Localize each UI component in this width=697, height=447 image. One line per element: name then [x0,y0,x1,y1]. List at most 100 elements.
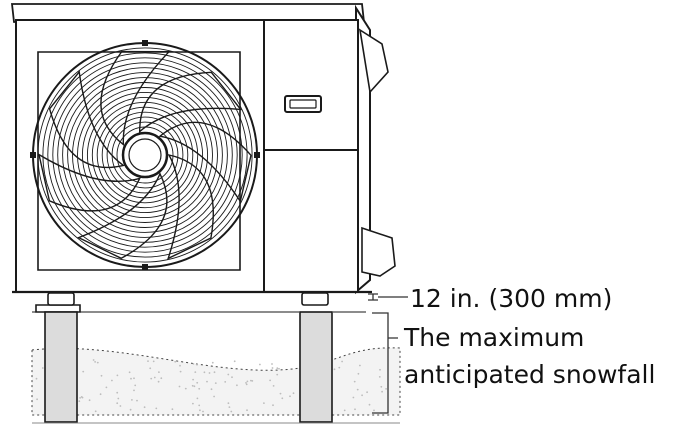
fan-blade [76,172,168,260]
right-pillar-body [299,311,333,423]
snow-speckle [178,385,181,388]
snow-speckle [366,391,368,394]
snow-speckle [230,410,233,413]
snow-speckle [82,370,85,373]
left-pillar [35,304,81,313]
snow-speckle [338,366,341,369]
snow-speckle [105,386,108,389]
snow-speckle [150,377,153,380]
rear-bracket [358,28,389,94]
snow-speckle [279,392,282,395]
snow-speckle [143,406,146,409]
snow-speckle [276,367,279,370]
snow-speckle [92,359,95,361]
snow-speckle [202,410,204,413]
snow-speckle [191,384,194,387]
snow-speckle [147,360,149,362]
snow-speckle [128,371,131,374]
snow-speckle [246,409,248,412]
snow-speckle [211,361,214,364]
snow-speckle [192,402,194,405]
clearance-bracket [368,293,408,301]
right-foot [301,292,329,306]
snow-speckle [210,388,213,391]
snow-speckle [196,363,198,366]
grille-ring [81,91,209,219]
grille-ring [106,116,184,194]
snow-speckle [203,371,206,374]
snow-speckle [129,408,132,411]
outdoor-unit [10,3,396,295]
snow-speckle [194,371,197,373]
fan-grille [30,40,260,270]
snow-speckle [100,374,103,377]
snow-speckle [227,373,230,376]
unit-feet [47,292,329,306]
grille-frame [37,51,241,271]
snow-speckle [227,402,230,405]
dimension-markers [368,293,408,414]
snow-speckle [192,378,195,381]
snow-speckle [116,402,119,405]
fan-blade [158,121,252,204]
grille-ring [96,106,194,204]
fan-blade [37,153,141,212]
snow-speckle [352,396,355,399]
snow-speckle [96,361,99,364]
grille-ring [91,101,199,209]
snow-speckle [213,395,216,398]
fan-blade [100,50,171,147]
snow-surface [31,347,401,416]
snow-speckle [224,381,227,383]
snow-speckle [259,363,261,366]
snow-speckle [380,385,383,388]
unit-handle-inner [289,99,317,109]
snow-speckle [80,396,83,398]
snow-speckle [281,397,284,400]
snow-speckle [117,397,120,400]
snow-speckle [245,383,248,386]
snow-speckle [153,376,156,379]
left-foot [47,292,75,306]
snow-speckle [133,389,135,392]
grille-ring [62,72,228,238]
snow-speckle [131,399,133,401]
snow-speckle [378,376,381,378]
snow-speckle [160,377,163,380]
snow-speckle [198,387,201,390]
snow-speckle [214,382,217,384]
fan-blade [48,70,126,169]
snow-speckle [157,380,160,383]
snow-speckle [385,388,387,390]
snow-speckle [130,377,132,380]
snow-speckle [35,377,38,380]
grille-ring [72,82,218,228]
snow-speckle [236,384,238,387]
fan-hub-inner [128,138,162,172]
snow-speckle [357,372,360,375]
grille-ring [67,77,223,233]
snowfall-layer [31,347,401,416]
snow-speckle [250,379,252,382]
snow-speckle [79,397,81,399]
grille-clip [30,152,36,158]
snow-speckle [356,388,359,391]
snow-speckle [133,377,135,380]
snow-speckle [359,364,361,367]
snow-speckle [292,392,295,395]
snow-speckle [373,409,375,412]
grille-ring [47,57,243,253]
snow-speckle [99,393,102,396]
snow-speckle [233,360,236,363]
fan-blade [138,71,243,134]
snow-speckle [343,409,346,412]
snow-speckle [263,402,265,404]
snow-speckle [278,367,280,370]
snow-speckle [174,360,177,363]
fan-hub [121,131,169,179]
grille-ring [86,96,204,214]
snow-speckle [192,363,195,365]
rear-connector [361,226,396,277]
